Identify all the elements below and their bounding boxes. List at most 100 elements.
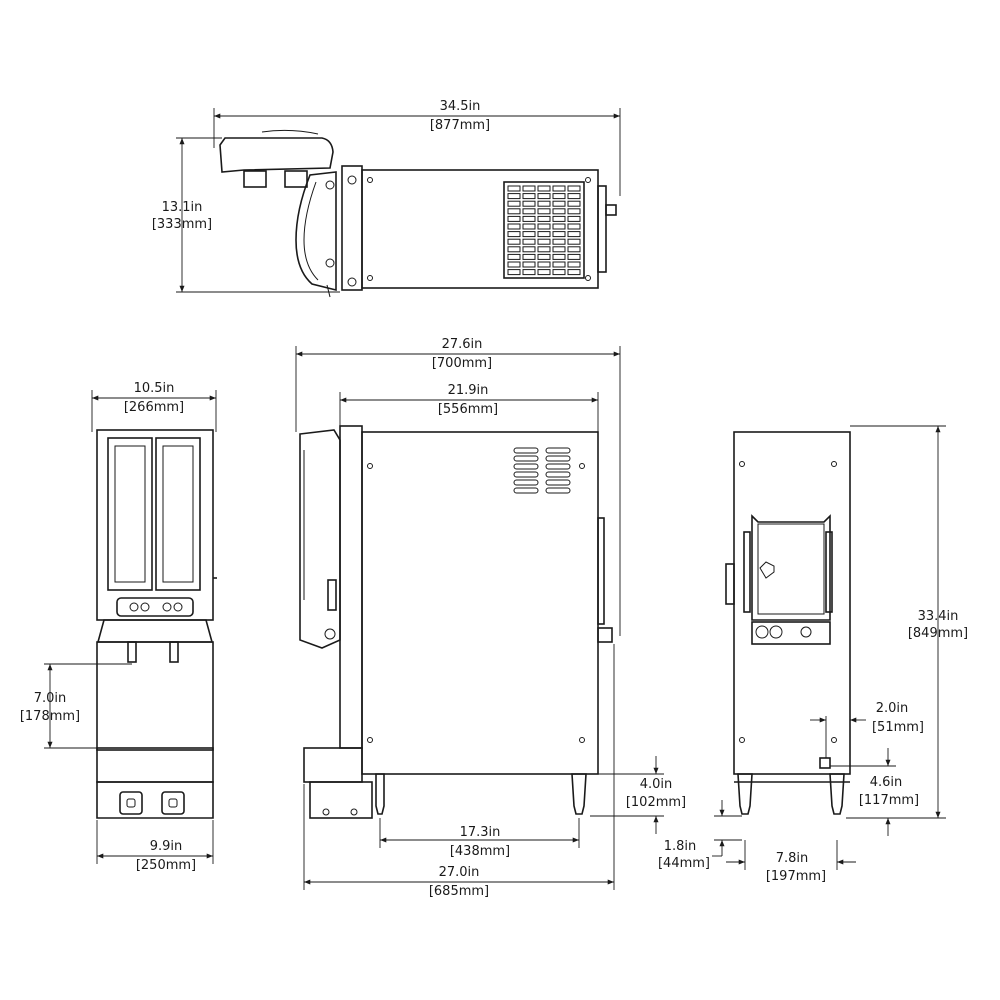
side-view bbox=[299, 425, 613, 819]
dim-drain-offset-metric: [51mm] bbox=[872, 720, 924, 735]
grille-slot bbox=[537, 185, 551, 192]
side-base bbox=[309, 781, 373, 819]
side-hopper-knob bbox=[324, 628, 336, 640]
front-button[interactable] bbox=[162, 602, 172, 612]
front-nozzle-left bbox=[127, 641, 137, 663]
front-switch-left[interactable] bbox=[119, 791, 143, 815]
dim-front-base-imperial: 9.9in bbox=[150, 839, 183, 854]
vent-slot bbox=[545, 447, 571, 454]
vent-slot bbox=[513, 463, 539, 470]
top-screw bbox=[367, 275, 373, 281]
side-latch bbox=[327, 579, 337, 611]
rear-port bbox=[800, 626, 812, 638]
grille-slot bbox=[522, 269, 536, 276]
grille-slot bbox=[552, 223, 566, 230]
top-hinge-1 bbox=[325, 180, 335, 190]
top-hinge-3 bbox=[347, 175, 357, 185]
dim-leg-spacing-metric: [438mm] bbox=[450, 844, 510, 859]
top-door-inner bbox=[303, 181, 319, 281]
grille-slot bbox=[552, 215, 566, 222]
dim-front-width-metric: [266mm] bbox=[124, 400, 184, 415]
grille-slot bbox=[552, 231, 566, 238]
side-water-inlet bbox=[597, 627, 613, 643]
grille-slot bbox=[522, 208, 536, 215]
top-knob-right bbox=[284, 170, 308, 188]
dim-leg-width-imperial: 7.8in bbox=[776, 851, 809, 866]
front-button[interactable] bbox=[173, 602, 183, 612]
grille-slot bbox=[567, 208, 581, 215]
dim-leg-width-metric: [197mm] bbox=[766, 869, 826, 884]
grille-slot bbox=[537, 208, 551, 215]
vent-slot bbox=[545, 471, 571, 478]
grille-slot bbox=[522, 246, 536, 253]
dim-side-base-metric: [685mm] bbox=[429, 884, 489, 899]
grille-slot bbox=[537, 261, 551, 268]
grille-slot bbox=[507, 215, 521, 222]
dim-side-base-imperial: 27.0in bbox=[439, 865, 480, 880]
grille-slot bbox=[567, 185, 581, 192]
dim-front-base-metric: [250mm] bbox=[136, 858, 196, 873]
dim-leg-spacing-imperial: 17.3in bbox=[460, 825, 501, 840]
side-hopper bbox=[299, 429, 341, 649]
grille-slot bbox=[522, 215, 536, 222]
grille-slot bbox=[507, 200, 521, 207]
side-screw bbox=[367, 463, 373, 469]
grille-slot bbox=[567, 231, 581, 238]
grille-slot bbox=[537, 193, 551, 200]
grille-slot bbox=[522, 185, 536, 192]
top-hinge-4 bbox=[347, 277, 357, 287]
grille-slot bbox=[537, 269, 551, 276]
grille-slot bbox=[522, 238, 536, 245]
grille-slot bbox=[567, 200, 581, 207]
rear-bracket-left bbox=[743, 531, 751, 613]
front-button[interactable] bbox=[140, 602, 150, 612]
grille-slot bbox=[567, 261, 581, 268]
front-cabinet bbox=[96, 429, 214, 621]
dim-front-clearance-imperial: 7.0in bbox=[34, 691, 67, 706]
grille-slot bbox=[552, 261, 566, 268]
side-drip-tray bbox=[303, 747, 363, 783]
vent-slot bbox=[513, 487, 539, 494]
top-lid-handle bbox=[261, 129, 319, 135]
top-condenser-grille bbox=[503, 181, 585, 279]
front-switch-right[interactable] bbox=[161, 791, 185, 815]
front-view bbox=[96, 429, 217, 819]
front-control-panel bbox=[116, 597, 194, 617]
grille-slot bbox=[552, 269, 566, 276]
side-base-screw bbox=[322, 808, 330, 816]
grille-slot bbox=[537, 253, 551, 260]
grille-slot bbox=[567, 269, 581, 276]
front-hopper-left bbox=[107, 437, 153, 591]
front-button[interactable] bbox=[129, 602, 139, 612]
side-screw bbox=[579, 737, 585, 743]
dim-top-width-imperial: 34.5in bbox=[440, 99, 481, 114]
grille-slot bbox=[507, 223, 521, 230]
rear-screw bbox=[831, 737, 837, 743]
dim-foot-height-imperial: 1.8in bbox=[664, 839, 697, 854]
vent-slot bbox=[513, 471, 539, 478]
dim-front-clearance-metric: [178mm] bbox=[20, 709, 80, 724]
side-screw bbox=[367, 737, 373, 743]
dimension-labels: 34.5in [877mm] 13.1in [333mm] 27.6in [70… bbox=[20, 99, 968, 899]
grille-slot bbox=[522, 223, 536, 230]
dim-side-body-imperial: 21.9in bbox=[448, 383, 489, 398]
grille-slot bbox=[507, 193, 521, 200]
top-door-stop bbox=[326, 284, 331, 298]
front-switch-right-key bbox=[168, 798, 178, 808]
rear-leg-left bbox=[737, 773, 753, 815]
grille-slot bbox=[522, 253, 536, 260]
grille-slot bbox=[567, 253, 581, 260]
grille-slot bbox=[567, 223, 581, 230]
dim-top-width-metric: [877mm] bbox=[430, 118, 490, 133]
grille-slot bbox=[537, 200, 551, 207]
grille-slot bbox=[552, 193, 566, 200]
grille-slot bbox=[537, 231, 551, 238]
grille-slot bbox=[567, 246, 581, 253]
rear-screw bbox=[831, 461, 837, 467]
grille-slot bbox=[552, 200, 566, 207]
side-vent-slots bbox=[513, 447, 571, 494]
grille-slot bbox=[537, 223, 551, 230]
rear-port bbox=[755, 625, 769, 639]
rear-screw bbox=[739, 461, 745, 467]
